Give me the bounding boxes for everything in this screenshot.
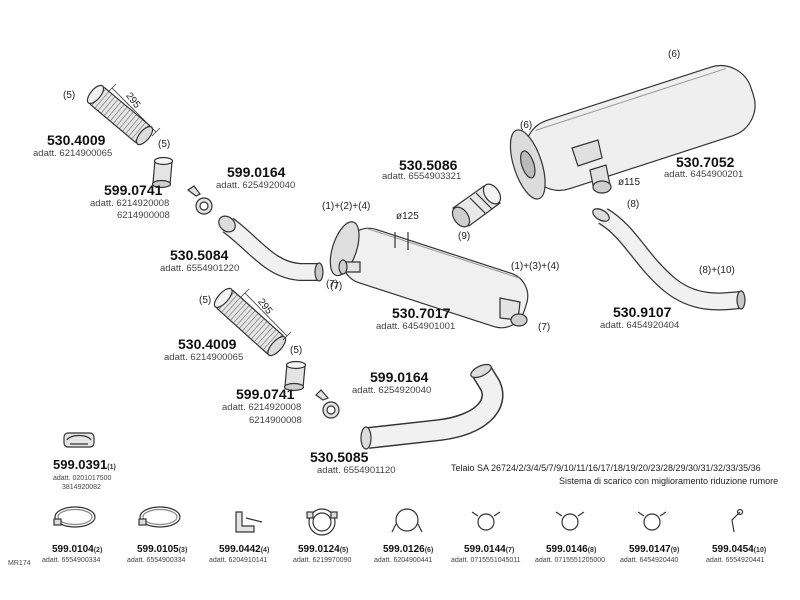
tail-pipe — [591, 206, 745, 309]
note-530-4009-middle: adatt. 6214900065 — [164, 352, 244, 363]
ref-p10-top: (1)+(2)+(4) — [322, 201, 371, 212]
center-muffler — [325, 218, 534, 334]
note1-599-0741-top: adatt. 6214920008 — [90, 198, 170, 209]
ref-p12-top: (8) — [627, 199, 640, 210]
note1-599-0741-middle: adatt. 6214920008 — [222, 402, 302, 413]
bracket-icon — [235, 511, 263, 533]
ref-p4: (7) — [326, 279, 339, 290]
clamp-code-599-0126: 599.0126(6) — [383, 544, 434, 555]
clamp-top — [188, 186, 212, 214]
clamp-code-599-0454: 599.0454(10) — [712, 544, 767, 555]
dimension-line-middle — [240, 288, 292, 341]
ref-p10-bottom: (7) — [538, 322, 551, 333]
flex-pipe-top — [85, 83, 156, 147]
clamp-code-599-0144: 599.0144(7) — [464, 544, 515, 555]
clamp-code-599-0105: 599.0105(3) — [137, 544, 188, 555]
note-530-5086: adatt. 6554903321 — [382, 171, 462, 182]
note-530-7052: adatt. 6454900201 — [664, 169, 744, 180]
clamp-note-599-0124: adatt. 6219970090 — [293, 557, 352, 564]
part-number-530-5084: 530.5084 — [170, 247, 229, 263]
note2-599-0391: 3814920082 — [62, 484, 101, 491]
ring-clamp-icon — [306, 508, 338, 536]
clamp-code-599-0146: 599.0146(8) — [546, 544, 597, 555]
ref-p10-right: (1)+(3)+(4) — [511, 261, 560, 272]
bent-pipe-upper — [216, 213, 323, 281]
note-530-5084: adatt. 6554901220 — [160, 263, 240, 274]
clamp-code-599-0104: 599.0104(2) — [52, 544, 103, 555]
rear-silencer — [503, 57, 763, 203]
note2-599-0741-middle: 6214900008 — [249, 415, 302, 426]
part-number-530-5086: 530.5086 — [399, 157, 458, 173]
strap-clamp-icon — [391, 508, 423, 533]
flex-pipe-middle — [212, 286, 289, 359]
note-530-9107: adatt. 6454920404 — [600, 320, 680, 331]
part-number-599-0164-middle: 599.0164 — [370, 369, 429, 385]
band-clamp-icon — [138, 506, 181, 528]
clamp-note-599-0454: adatt. 6554920441 — [706, 557, 765, 564]
ref-p10-left: (7) — [330, 281, 343, 292]
note-530-7017: adatt. 6454901001 — [376, 321, 456, 332]
clamp-code-599-0124: 599.0124(5) — [298, 544, 349, 555]
part-number-599-0164-top: 599.0164 — [227, 164, 286, 180]
ref-p6: (5) — [290, 345, 303, 356]
footer-code: MR174 — [8, 560, 31, 567]
part-number-530-9107: 530.9107 — [613, 304, 672, 320]
clamp-note-599-0442: adatt. 6204910141 — [209, 557, 268, 564]
note-599-0164-top: adatt. 6254920040 — [216, 180, 296, 191]
ref-p5: (5) — [199, 295, 212, 306]
bent-pipe-lower — [361, 362, 493, 449]
dimension-line-top — [107, 83, 161, 137]
dimension-p10: ø125 — [396, 211, 419, 222]
ref-p11-top: (6) — [668, 49, 681, 60]
band-clamp-icon — [53, 506, 96, 528]
clamp-note-599-0144: adatt. 0715551045011 — [451, 557, 521, 564]
clamp-note-599-0104: adatt. 6554900334 — [42, 557, 101, 564]
hook-icon — [731, 508, 744, 533]
pipe-clamp-icon — [555, 511, 585, 531]
ref-p12-right: (8)+(10) — [699, 265, 735, 276]
part-number-599-0741-middle: 599.0741 — [236, 386, 295, 402]
part-number-599-0391: 599.0391(1) — [53, 457, 116, 472]
dimension-p11: ø115 — [618, 177, 641, 188]
note-599-0164-middle: adatt. 6254920040 — [352, 385, 432, 396]
clamp-note-599-0146: adatt. 0715551205000 — [535, 557, 606, 564]
ref-p2: (5) — [158, 139, 171, 150]
system-note: Sistema di scarico con miglioramento rid… — [559, 476, 779, 486]
sleeve-middle — [285, 362, 306, 391]
ref-p11-left: (6) — [520, 120, 533, 131]
part-number-530-4009-top: 530.4009 — [47, 132, 106, 148]
pipe-clamp-icon — [471, 511, 501, 531]
sleeve-top — [153, 158, 173, 188]
clamp-middle — [316, 390, 339, 418]
clamp-code-599-0442: 599.0442(4) — [219, 544, 270, 555]
pipe-clamp-icon — [637, 511, 667, 531]
part-number-530-7017: 530.7017 — [392, 305, 451, 321]
part-number-599-0741-top: 599.0741 — [104, 182, 163, 198]
clamp-note-599-0105: adatt. 6554900334 — [127, 557, 186, 564]
short-pipe — [449, 181, 504, 230]
part-number-530-7052: 530.7052 — [676, 154, 735, 170]
ref-p9: (9) — [458, 231, 471, 242]
ref-p1: (5) — [63, 90, 76, 101]
chassis-note: Telaio SA 26724/2/3/4/5/7/9/10/11/16/17/… — [451, 463, 761, 473]
clamp-note-599-0126: adatt. 6204900441 — [374, 557, 433, 564]
note-530-4009-top: adatt. 6214900065 — [33, 148, 113, 159]
note1-599-0391: adatt. 0201017500 — [53, 475, 112, 482]
clamp-code-599-0147: 599.0147(9) — [629, 544, 680, 555]
note-530-5085: adatt. 6554901120 — [317, 465, 396, 476]
note2-599-0741-top: 6214900008 — [117, 210, 170, 221]
part-number-530-5085: 530.5085 — [310, 449, 369, 465]
small-clamp — [64, 433, 94, 447]
part-number-530-4009-middle: 530.4009 — [178, 336, 237, 352]
clamp-note-599-0147: adatt. 6454920440 — [620, 557, 679, 564]
